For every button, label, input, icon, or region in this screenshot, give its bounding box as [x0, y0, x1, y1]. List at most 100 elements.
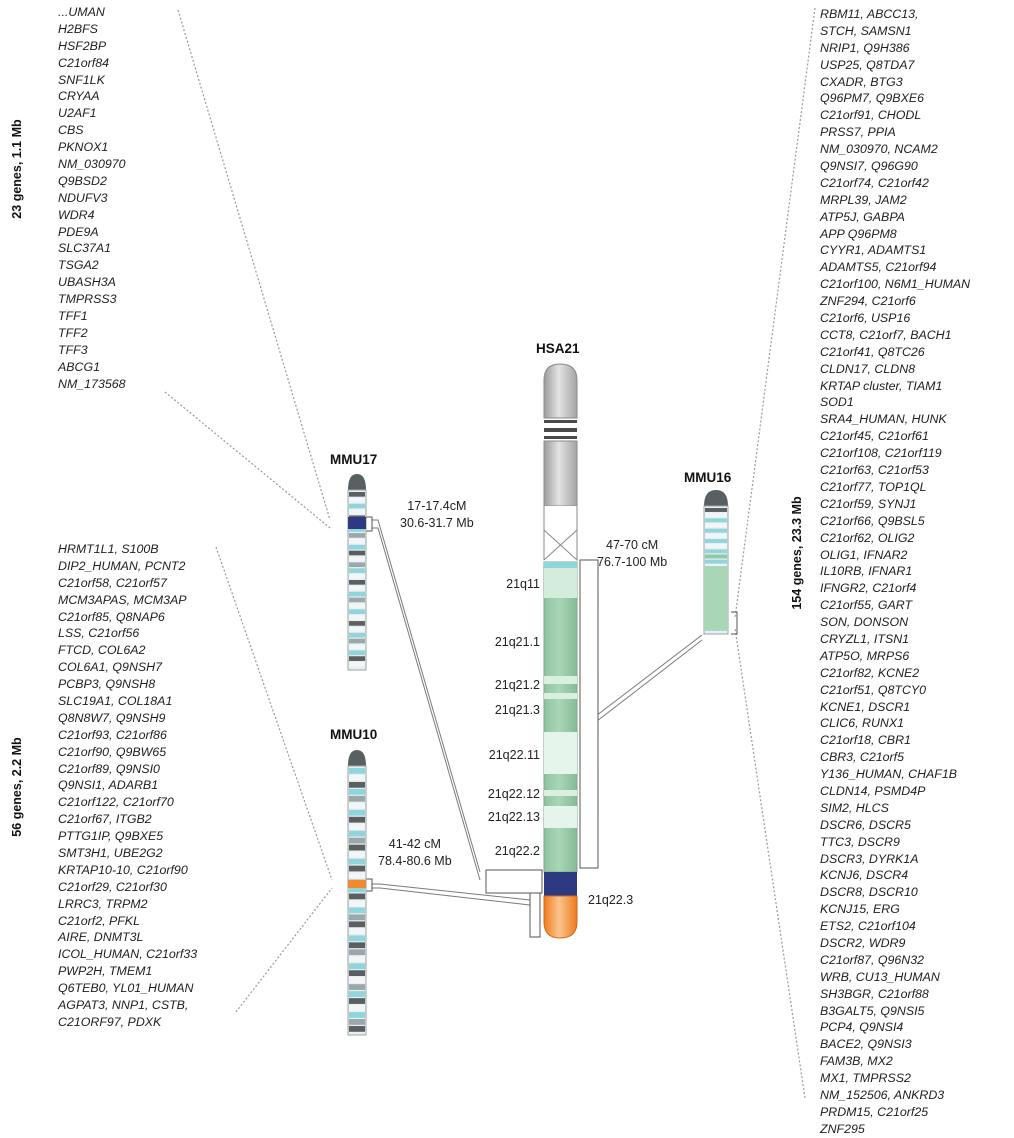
mmu16-gene-list-connectors — [734, 7, 816, 1099]
gene-list-item: WDR4 — [58, 207, 95, 222]
chromosome-band — [349, 886, 365, 893]
mmu17-chromosome — [347, 474, 367, 671]
gene-list-item: C21orf100, N6M1_HUMAN — [820, 277, 971, 292]
chromosome-band — [705, 508, 727, 512]
gene-list-item: LRRC3, TRPM2 — [58, 896, 148, 911]
gene-list-item: SOD1 — [820, 395, 854, 410]
chromosome-band — [349, 615, 365, 620]
gene-list-item: STCH, SAMSN1 — [820, 23, 912, 38]
gene-list-item: NM_173568 — [58, 376, 126, 391]
gene-list-item: ATP5O, MRPS6 — [820, 648, 910, 663]
gene-list-item: C21orf63, C21orf53 — [820, 463, 929, 478]
band-label: 21q22.12 — [487, 787, 540, 801]
chromosome-band — [349, 788, 365, 795]
gene-list-item: ICOL_HUMAN, C21orf33 — [58, 947, 198, 962]
gene-list-item: TFF1 — [58, 309, 88, 324]
mmu17-mb: 30.6-31.7 Mb — [400, 516, 474, 530]
gene-list-item: TMPRSS3 — [58, 292, 117, 307]
gene-list-item: ETS2, C21orf104 — [820, 919, 916, 934]
mmu10-title: MMU10 — [330, 727, 378, 742]
gene-list-item: KCNJ6, DSCR4 — [820, 868, 909, 883]
gene-list-item: ATP5J, GABPA — [820, 209, 905, 224]
chromosome-band — [349, 527, 365, 532]
chromosome-band — [349, 781, 365, 788]
gene-list-item: C21ORF97, PDXK — [58, 1014, 162, 1029]
gene-list-item: Q6TEB0, YL01_HUMAN — [58, 981, 194, 996]
chromosome-band — [349, 921, 365, 928]
chromosome-band — [349, 603, 365, 609]
chromosome-band — [349, 956, 365, 963]
gene-list-item: C21orf51, Q8TCY0 — [820, 682, 927, 697]
chromosome-band — [705, 518, 727, 523]
chromosome-band — [349, 556, 365, 562]
gene-list-item: C21orf82, KCNE2 — [820, 665, 920, 680]
band-label: 21q22.11 — [488, 748, 540, 762]
mmu17-title: MMU17 — [330, 452, 378, 467]
gene-list-item: DIP2_HUMAN, PCNT2 — [58, 558, 186, 573]
chromosome-band — [705, 539, 727, 543]
gene-list-item: CBS — [58, 123, 84, 138]
hsa21-mapping-lines — [372, 519, 703, 906]
chromosome-band — [349, 977, 365, 983]
gene-list-item: TTC3, DSCR9 — [820, 834, 900, 849]
gene-list-item: SIM2, HLCS — [820, 800, 889, 815]
centromere-cap — [348, 750, 366, 766]
chromosome-band — [349, 872, 365, 879]
chromosome-band — [349, 963, 365, 970]
gene-list-item: C21orf29, C21orf30 — [58, 879, 167, 894]
chromosome-band — [349, 644, 365, 650]
chromosome-band — [349, 1019, 365, 1025]
gene-list-item: NM_030970, NCAM2 — [820, 142, 938, 157]
chromosome-band — [349, 621, 365, 626]
mmu16-cm: 47-70 cM — [606, 538, 659, 552]
mmu16-title: MMU16 — [684, 470, 732, 485]
gene-list-item: C21orf67, ITGB2 — [58, 812, 152, 827]
band-label: 21q22.13 — [487, 810, 540, 824]
gene-list-item: APP Q96PM8 — [820, 226, 897, 241]
chromosome-band — [349, 1012, 365, 1018]
chromosome-band — [349, 503, 365, 509]
band-label: 21q11 — [506, 577, 540, 591]
gene-list-item: HRMT1L1, S100B — [58, 542, 159, 556]
band-label: 21q21.3 — [494, 703, 540, 717]
chromosome-band — [349, 492, 365, 497]
chromosome-band — [349, 1026, 365, 1032]
chromosome-band — [705, 523, 727, 528]
gene-list-item: PRDM15, C21orf25 — [820, 1104, 929, 1119]
chromosome-band — [349, 858, 365, 865]
gene-list-item: TFF3 — [58, 342, 88, 357]
gene-list-item: PKNOX1 — [58, 140, 109, 155]
gene-list-item: C21orf18, CBR1 — [820, 733, 911, 748]
chromosome-band — [349, 830, 365, 837]
mouse-region-brackets — [366, 516, 738, 892]
chromosome-band — [349, 497, 365, 503]
chromosome-band — [349, 984, 365, 990]
gene-list-item: IL10RB, IFNAR1 — [820, 564, 913, 579]
chromosome-band — [349, 609, 365, 614]
chromosome-band — [349, 823, 365, 830]
gene-list-item: C21orf93, C21orf86 — [58, 727, 167, 742]
gene-list-item: C21orf89, Q9NSI0 — [58, 761, 160, 776]
chromosome-band — [349, 935, 365, 942]
gene-list-item: WRB, CU13_HUMAN — [820, 969, 940, 984]
chromosome-band — [349, 544, 365, 550]
gene-list-item: CYYR1, ADAMTS1 — [820, 243, 927, 258]
mmu16-region-note: 47-70 cM 76.7-100 Mb — [597, 537, 667, 571]
chromosome-band — [349, 998, 365, 1004]
gene-list-item: TFF2 — [58, 325, 88, 340]
chromosome-band — [705, 513, 727, 518]
gene-list-item: C21orf41, Q8TC26 — [820, 344, 925, 359]
gene-list-item: KCNJ15, ERG — [820, 902, 900, 917]
gene-list-item: PWP2H, TMEM1 — [58, 964, 153, 979]
centromere-cap — [348, 474, 366, 490]
mmu16-summary-label: 154 genes, 23.3 Mb — [790, 496, 804, 610]
chromosome-band — [349, 991, 365, 997]
syntenic-region-band — [348, 880, 366, 888]
gene-list-item: TSGA2 — [58, 258, 99, 273]
chromosome-band — [349, 970, 365, 977]
gene-list-item: CRYAA — [58, 89, 100, 104]
gene-list-item: CXADR, BTG3 — [820, 74, 903, 89]
